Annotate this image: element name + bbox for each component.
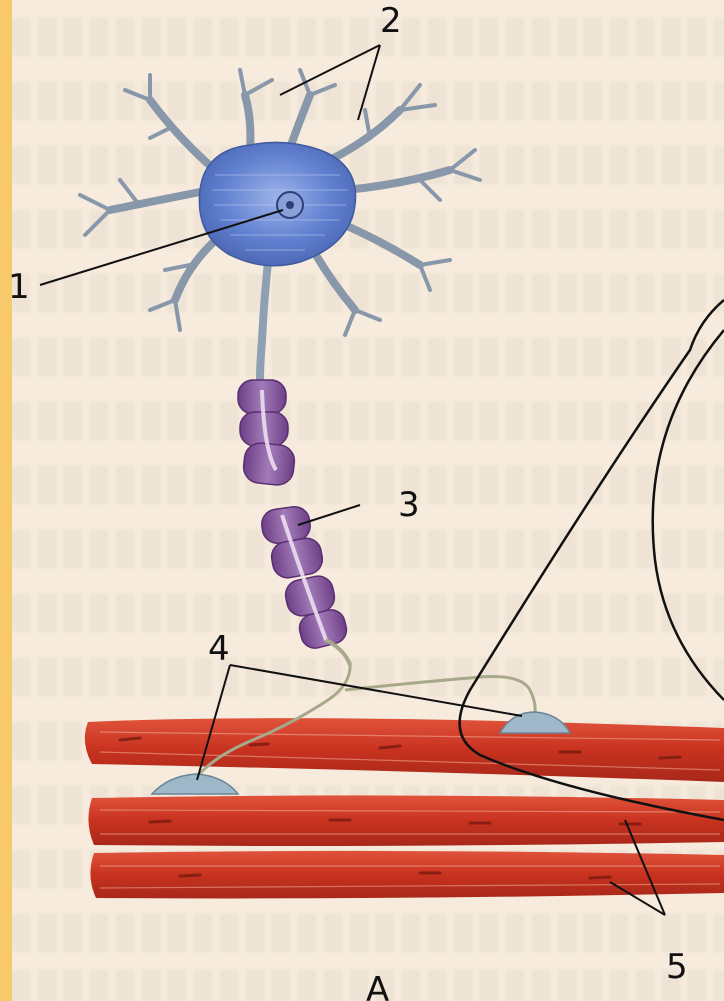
panel-label: А <box>366 970 389 1001</box>
label-4: 4 <box>208 629 230 669</box>
leader-lines <box>40 45 665 915</box>
label-3: 3 <box>398 485 420 525</box>
label-5: 5 <box>666 947 688 987</box>
axon-hillock <box>260 262 268 380</box>
muscle-fiber-middle <box>88 795 724 846</box>
synapse-endplate-left <box>152 774 238 794</box>
synapse-endplate-right <box>500 712 570 733</box>
muscle-fiber-top <box>85 718 724 782</box>
myelin-sheath <box>238 380 349 651</box>
label-2: 2 <box>380 1 402 41</box>
muscle-fibers <box>85 718 724 898</box>
label-1: 1 <box>8 267 30 307</box>
